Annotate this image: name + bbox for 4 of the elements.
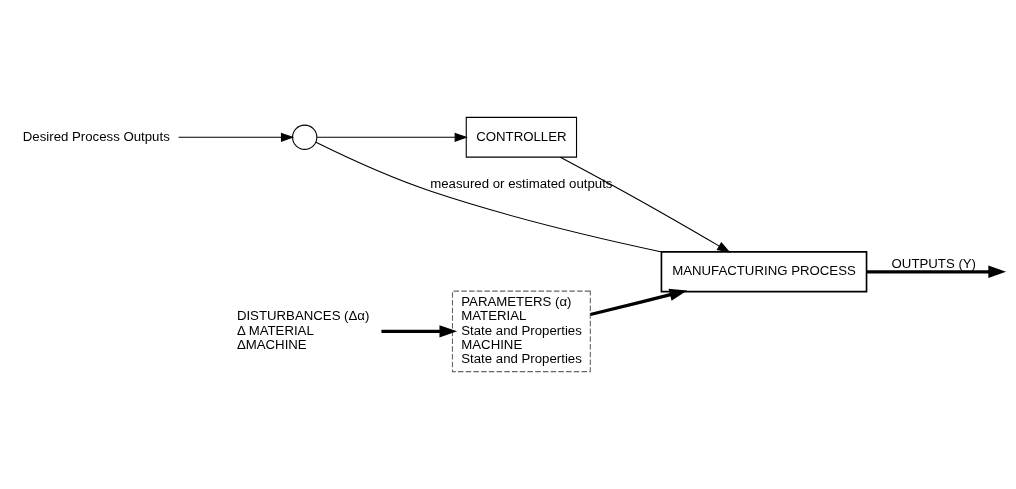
edge-label: OUTPUTS (Y)	[891, 256, 977, 272]
node-text: DISTURBANCES (Δα) Δ MATERIAL ΔMACHINE	[236, 308, 370, 353]
edge-label: measured or estimated outputs	[430, 175, 613, 191]
node-text: Desired Process Outputs	[22, 128, 170, 144]
